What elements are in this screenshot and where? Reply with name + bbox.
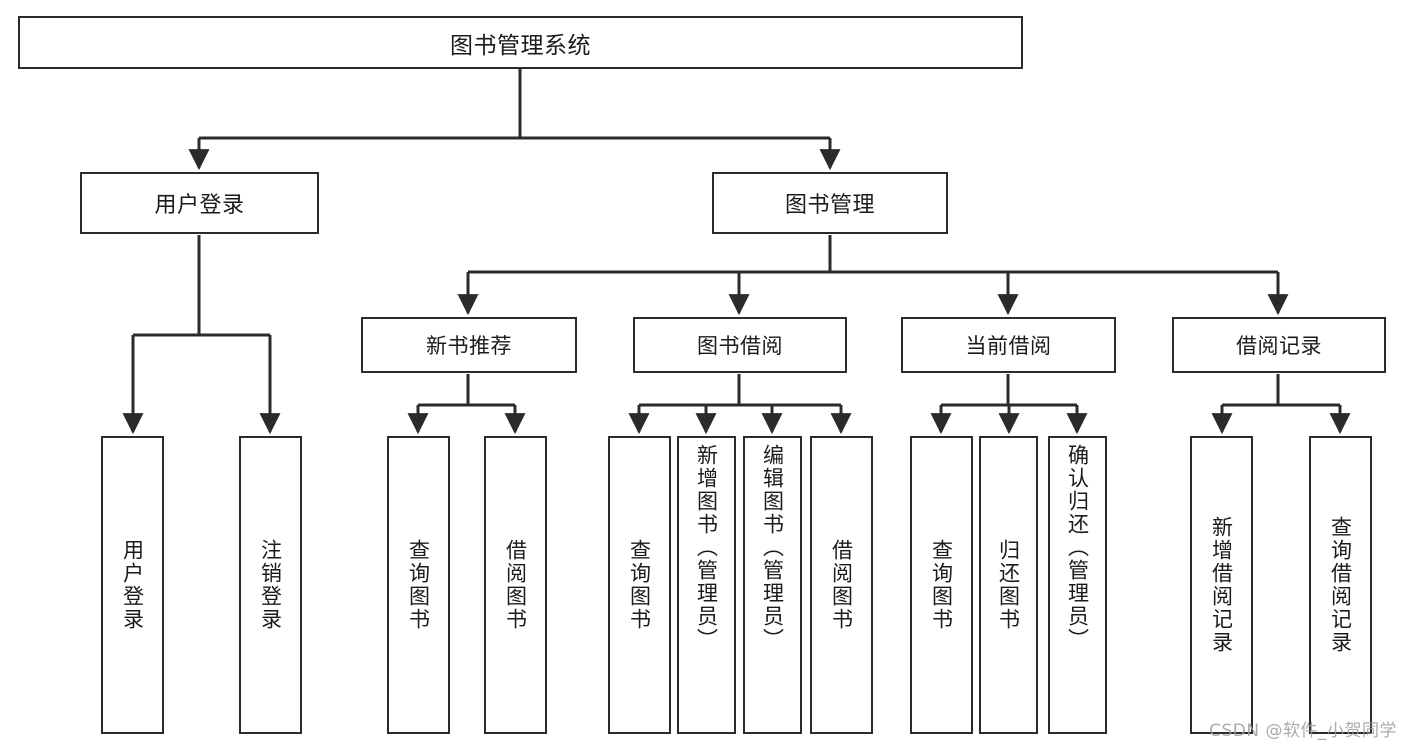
- leaf-logout-login[interactable]: 注销登录: [239, 436, 302, 734]
- leaf-borrow-book-2-label: 借阅图书: [829, 539, 854, 631]
- node-book-borrow[interactable]: 图书借阅: [633, 317, 847, 373]
- node-current-borrow[interactable]: 当前借阅: [901, 317, 1116, 373]
- leaf-confirm-return-label: 确认归还（管理员）: [1065, 444, 1090, 651]
- node-book-borrow-label: 图书借阅: [697, 334, 783, 358]
- leaf-query-book-2[interactable]: 查询图书: [608, 436, 671, 734]
- leaf-add-record[interactable]: 新增借阅记录: [1190, 436, 1253, 734]
- node-new-book-recommend[interactable]: 新书推荐: [361, 317, 577, 373]
- node-borrow-record-label: 借阅记录: [1236, 334, 1322, 358]
- leaf-return-book-label: 归还图书: [996, 539, 1021, 631]
- leaf-query-book-1-label: 查询图书: [406, 539, 431, 631]
- leaf-edit-book-label: 编辑图书（管理员）: [760, 444, 785, 651]
- leaf-query-book-2-label: 查询图书: [627, 539, 652, 631]
- leaf-user-login-label: 用户登录: [120, 539, 145, 631]
- node-borrow-record[interactable]: 借阅记录: [1172, 317, 1386, 373]
- node-book-management[interactable]: 图书管理: [712, 172, 948, 234]
- leaf-query-book-1[interactable]: 查询图书: [387, 436, 450, 734]
- leaf-query-book-3-label: 查询图书: [929, 539, 954, 631]
- leaf-return-book[interactable]: 归还图书: [979, 436, 1038, 734]
- node-new-book-recommend-label: 新书推荐: [426, 334, 512, 358]
- leaf-add-book-label: 新增图书（管理员）: [694, 444, 719, 651]
- node-root-label: 图书管理系统: [450, 32, 591, 59]
- node-user-login-label: 用户登录: [154, 193, 245, 218]
- leaf-borrow-book-1-label: 借阅图书: [503, 539, 528, 631]
- leaf-edit-book[interactable]: 编辑图书（管理员）: [743, 436, 802, 734]
- leaf-add-book[interactable]: 新增图书（管理员）: [677, 436, 736, 734]
- node-root[interactable]: 图书管理系统: [18, 16, 1023, 69]
- leaf-add-record-label: 新增借阅记录: [1209, 516, 1234, 654]
- leaf-borrow-book-1[interactable]: 借阅图书: [484, 436, 547, 734]
- csdn-watermark: CSDN @软件_小贺同学: [1209, 721, 1397, 741]
- node-user-login[interactable]: 用户登录: [80, 172, 319, 234]
- node-book-management-label: 图书管理: [784, 193, 875, 218]
- leaf-query-record-label: 查询借阅记录: [1328, 516, 1353, 654]
- leaf-logout-login-label: 注销登录: [258, 539, 283, 631]
- leaf-query-record[interactable]: 查询借阅记录: [1309, 436, 1372, 734]
- leaf-confirm-return[interactable]: 确认归还（管理员）: [1048, 436, 1107, 734]
- leaf-borrow-book-2[interactable]: 借阅图书: [810, 436, 873, 734]
- node-current-borrow-label: 当前借阅: [965, 334, 1052, 358]
- leaf-query-book-3[interactable]: 查询图书: [910, 436, 973, 734]
- leaf-user-login[interactable]: 用户登录: [101, 436, 164, 734]
